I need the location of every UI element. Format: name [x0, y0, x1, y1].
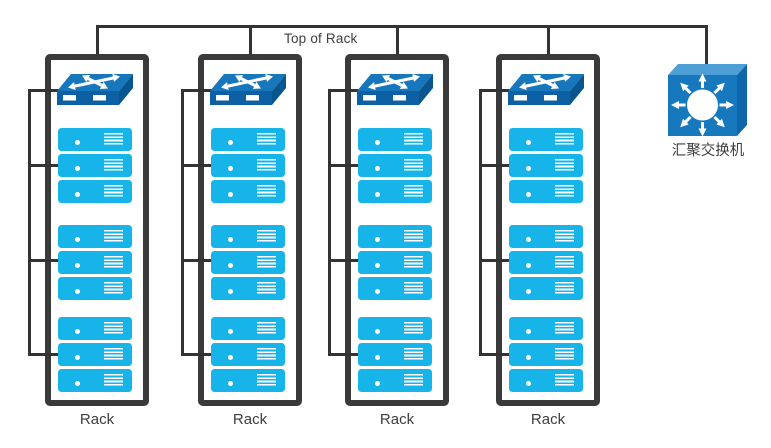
server-icon [211, 317, 285, 340]
rack-servers [328, 25, 468, 440]
server-bus-line [328, 90, 331, 355]
server-icon [509, 317, 583, 340]
server-icon [211, 251, 285, 274]
rack-servers [181, 25, 321, 440]
tor-switch-icon [508, 74, 584, 105]
tor-switch-icon [357, 74, 433, 105]
server-icon [58, 277, 132, 300]
server-bus-line [479, 90, 482, 355]
server-stub-line [328, 353, 359, 356]
server-icon [58, 225, 132, 248]
server-icon [358, 225, 432, 248]
top-of-rack-bus-line [96, 25, 708, 28]
rack-label: Rack [379, 411, 415, 428]
server-icon [58, 180, 132, 203]
rack-label: Rack [79, 411, 115, 428]
switch-stub-line [479, 89, 510, 92]
server-icon [58, 154, 132, 177]
top-of-rack-label: Top of Rack [284, 31, 358, 46]
server-icon [211, 343, 285, 366]
server-icon [358, 369, 432, 392]
server-icon [211, 180, 285, 203]
server-icon [58, 343, 132, 366]
switch-stub-line [28, 89, 59, 92]
switch-stub-line [181, 89, 212, 92]
rack-servers [28, 25, 168, 440]
server-bus-line [181, 90, 184, 355]
server-icon [358, 343, 432, 366]
aggregation-switch-label: 汇聚交换机 [671, 143, 745, 159]
server-stub-line [479, 353, 510, 356]
server-icon [211, 154, 285, 177]
server-icon [509, 277, 583, 300]
server-icon [211, 369, 285, 392]
rack: Rack [181, 25, 321, 440]
server-stub-line [28, 353, 59, 356]
server-icon [358, 277, 432, 300]
rack: Rack [328, 25, 468, 440]
rack-servers [479, 25, 619, 440]
rack: Rack [28, 25, 168, 440]
rack: Rack [479, 25, 619, 440]
server-stub-line [181, 259, 212, 262]
server-icon [358, 128, 432, 151]
aggregation-drop-line [705, 25, 708, 65]
server-icon [509, 225, 583, 248]
server-icon [509, 180, 583, 203]
server-stub-line [181, 164, 212, 167]
server-icon [211, 225, 285, 248]
server-stub-line [328, 164, 359, 167]
server-icon [58, 128, 132, 151]
tor-switch-icon [57, 74, 133, 105]
tor-switch-icon [210, 74, 286, 105]
server-icon [509, 128, 583, 151]
server-icon [358, 317, 432, 340]
server-stub-line [328, 259, 359, 262]
server-icon [58, 251, 132, 274]
rack-label: Rack [232, 411, 268, 428]
server-icon [358, 154, 432, 177]
server-icon [58, 317, 132, 340]
server-stub-line [479, 259, 510, 262]
server-icon [58, 369, 132, 392]
server-icon [211, 277, 285, 300]
server-stub-line [28, 164, 59, 167]
rack-label: Rack [530, 411, 566, 428]
server-icon [509, 369, 583, 392]
switch-stub-line [328, 89, 359, 92]
server-icon [358, 251, 432, 274]
server-bus-line [28, 90, 31, 355]
server-stub-line [28, 259, 59, 262]
aggregation-switch-icon [668, 64, 747, 136]
server-icon [509, 154, 583, 177]
server-icon [509, 343, 583, 366]
server-icon [509, 251, 583, 274]
server-stub-line [181, 353, 212, 356]
server-stub-line [479, 164, 510, 167]
server-icon [358, 180, 432, 203]
server-icon [211, 128, 285, 151]
